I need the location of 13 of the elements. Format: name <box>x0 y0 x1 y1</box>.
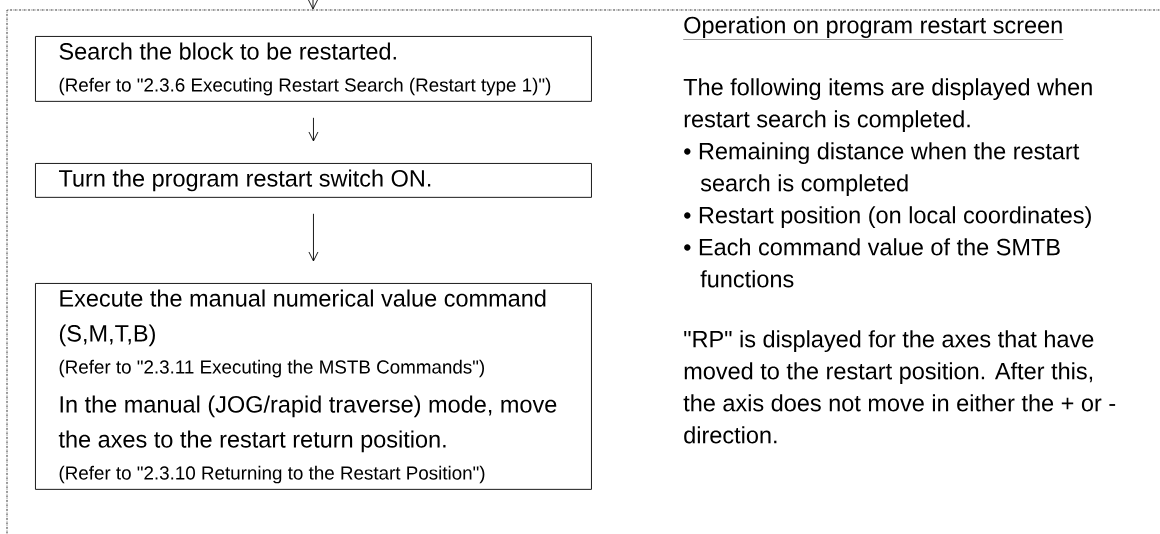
process-box: Execute the manual numerical value command (S,M,T,B) (Refer to "2.3.11 Executing the MSTB Commands") In the manual (JOG/rapid traverse) mode, move the axes to the restart return position. (Refer to "2.3.10 Returning to the Restart Position") <box>35 283 592 490</box>
process-box: Search the block to be restarted. (Refer to "2.3.6 Executing Restart Search (Restart type 1)") <box>35 36 592 102</box>
bullet-item: • Each command value of the SMTB functions <box>684 238 1060 288</box>
arrow <box>308 0 318 10</box>
bullet-item: • Remaining distance when the restart search is completed <box>684 142 1080 197</box>
heading: Operation on program restart screen <box>683 16 1064 40</box>
dashed-frame <box>6 9 1160 534</box>
paragraph: The following items are displayed when restart search is completed. <box>683 78 1092 133</box>
arrow <box>308 213 319 262</box>
bullet-item: • Restart position (on local coordinates) <box>684 206 1091 229</box>
arrow <box>308 117 319 142</box>
process-box: Turn the program restart switch ON. <box>35 163 592 198</box>
paragraph: "RP" is displayed for the axes that have moved to the restart position. After this, the axis does not move in either the + or - direction. <box>683 330 1116 444</box>
